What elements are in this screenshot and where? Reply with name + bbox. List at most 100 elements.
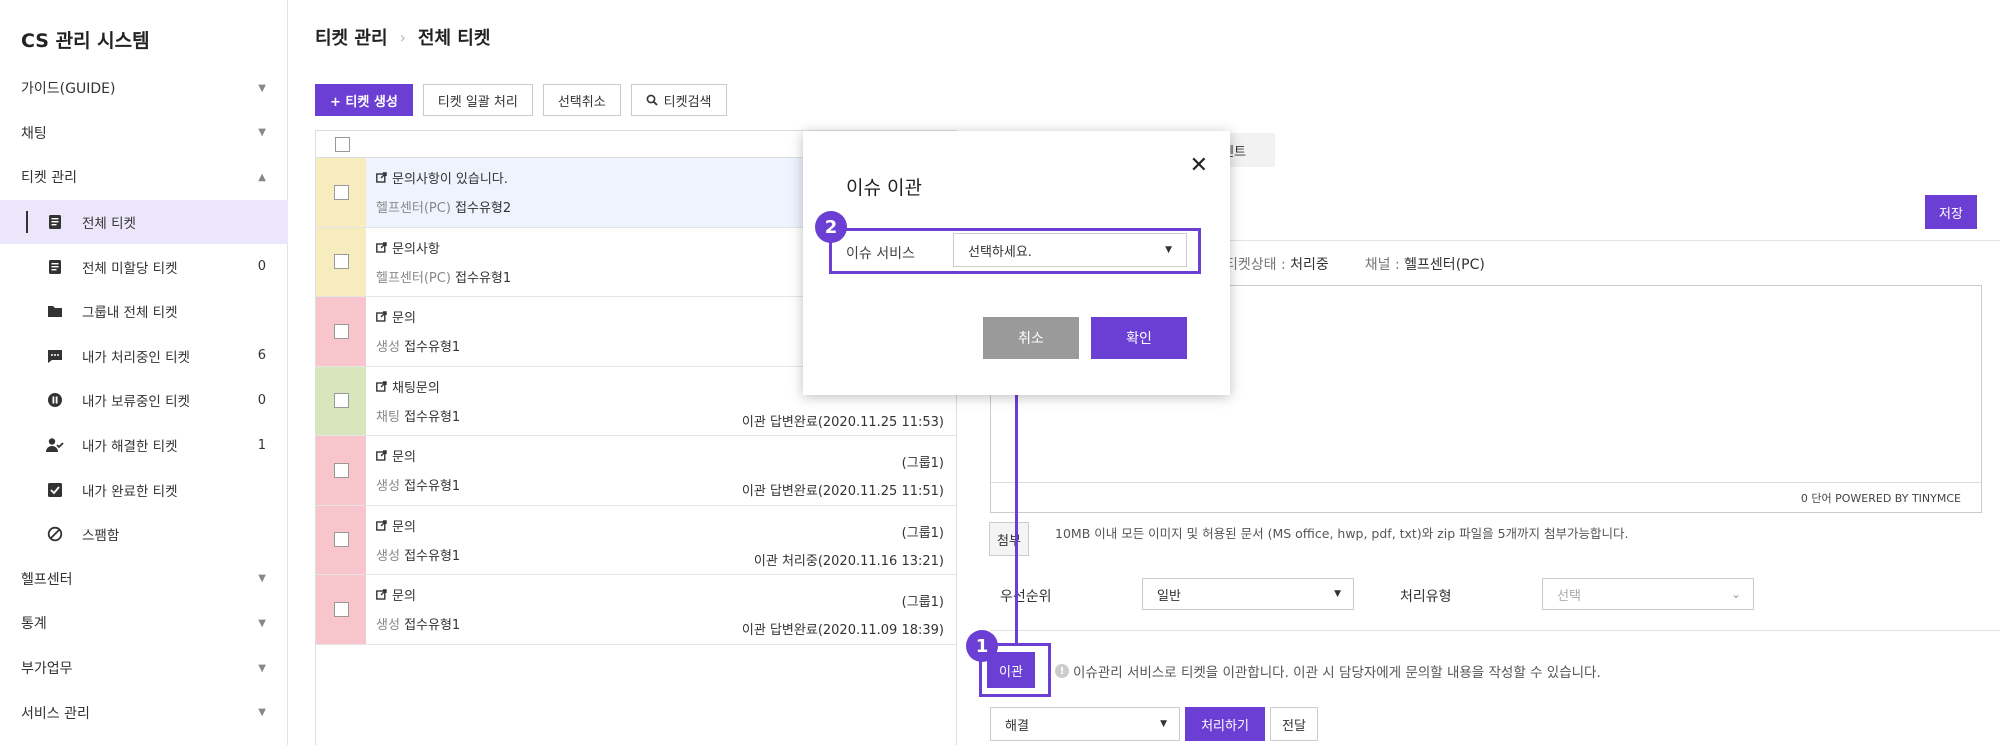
sidebar-item-spam[interactable]: 스팸함 bbox=[0, 512, 288, 557]
row-checkbox[interactable] bbox=[333, 532, 349, 548]
issue-service-value: 선택하세요. bbox=[968, 244, 1032, 260]
ticket-search-button[interactable]: 티켓검색 bbox=[630, 84, 727, 116]
sidebar-item-extra-work[interactable]: 부가업무 ▼ bbox=[0, 646, 288, 691]
row-checkbox[interactable] bbox=[333, 393, 349, 409]
folder-icon bbox=[46, 302, 64, 320]
breadcrumb-parent[interactable]: 티켓 관리 bbox=[315, 28, 388, 49]
sidebar-item-unassigned[interactable]: 전체 미할당 티켓 0 bbox=[0, 244, 288, 289]
row-checkbox[interactable] bbox=[333, 462, 349, 478]
block-icon bbox=[46, 525, 64, 543]
transfer-button[interactable]: 이관 bbox=[987, 652, 1035, 688]
breadcrumb: 티켓 관리 › 전체 티켓 bbox=[315, 24, 490, 50]
ticket-title[interactable]: 문의 bbox=[376, 446, 946, 465]
ticket-group: (그룹1) bbox=[901, 595, 944, 610]
row-checkbox[interactable] bbox=[333, 601, 349, 617]
row-priority-stripe bbox=[316, 575, 366, 644]
sidebar-item-group-tickets[interactable]: 그룹내 전체 티켓 bbox=[0, 289, 288, 334]
forward-button[interactable]: 전달 bbox=[1270, 707, 1318, 741]
priority-label: 우선순위 bbox=[1000, 589, 1052, 605]
row-priority-stripe bbox=[316, 297, 366, 366]
channel-label: 채널 : bbox=[1364, 257, 1400, 273]
resolve-select[interactable]: 해결 ▼ bbox=[990, 707, 1180, 741]
ticket-title-text: 문의 bbox=[392, 589, 416, 604]
ticket-source: 헬프센터(PC) bbox=[376, 270, 451, 286]
sidebar-item-label: 내가 처리중인 티켓 bbox=[82, 349, 190, 366]
status-value: 처리중 bbox=[1290, 257, 1329, 273]
save-button[interactable]: 저장 bbox=[1925, 195, 1977, 229]
ticket-title[interactable]: 채팅문의 bbox=[376, 377, 946, 396]
row-checkbox[interactable] bbox=[333, 323, 349, 339]
sidebar-item-chat[interactable]: 채팅 ▼ bbox=[0, 111, 288, 156]
reply-editor[interactable]: 0 단어 POWERED BY TINYMCE bbox=[990, 285, 1982, 513]
ticket-title[interactable]: 문의 bbox=[376, 307, 946, 326]
ticket-type: 접수유형1 bbox=[404, 479, 461, 494]
ticket-source: 생성 bbox=[376, 618, 400, 633]
select-all-checkbox[interactable] bbox=[335, 136, 350, 152]
ticket-title[interactable]: 문의사항이 있습니다. bbox=[376, 168, 946, 187]
sidebar-item-label: 채팅 bbox=[21, 125, 47, 142]
step-badge-1: 1 bbox=[966, 630, 998, 662]
chevron-down-icon: ⌄ bbox=[1730, 587, 1741, 601]
ticket-meta: 헬프센터(PC) 접수유형2 bbox=[376, 197, 946, 216]
sidebar-item-my-pending[interactable]: 내가 보류중인 티켓 0 bbox=[0, 378, 288, 423]
sidebar-item-count: 0 bbox=[257, 392, 266, 408]
ticket-title-text: 문의 bbox=[392, 311, 416, 326]
row-priority-stripe bbox=[316, 158, 366, 227]
ticket-status-row: 티켓상태 : 처리중 채널 : 헬프센터(PC) bbox=[1225, 254, 1485, 274]
sidebar-item-my-processing[interactable]: 내가 처리중인 티켓 6 bbox=[0, 334, 288, 379]
external-link-icon bbox=[376, 172, 387, 183]
app-title: CS 관리 시스템 bbox=[21, 30, 150, 52]
deselect-button[interactable]: 선택취소 bbox=[542, 84, 621, 116]
ticket-title[interactable]: 문의 bbox=[376, 585, 946, 604]
attach-note: 10MB 이내 모든 이미지 및 허용된 문서 (MS office, hwp,… bbox=[1055, 526, 1629, 541]
create-ticket-button[interactable]: + 티켓 생성 bbox=[315, 84, 413, 116]
ticket-type: 접수유형1 bbox=[404, 340, 461, 355]
ticket-title[interactable]: 문의사항 bbox=[376, 238, 946, 257]
bulk-process-button[interactable]: 티켓 일괄 처리 bbox=[422, 84, 533, 116]
sidebar-item-stats[interactable]: 통계 ▼ bbox=[0, 601, 288, 646]
cancel-button[interactable]: 취소 bbox=[983, 317, 1079, 359]
ticket-meta: 생성 접수유형1 bbox=[376, 545, 946, 564]
ticket-search-label: 티켓검색 bbox=[663, 94, 712, 110]
annotation-arrow-line bbox=[1015, 297, 1018, 644]
ticket-type: 접수유형1 bbox=[404, 548, 461, 564]
sidebar-item-count: 1 bbox=[257, 437, 266, 453]
process-button[interactable]: 처리하기 bbox=[1185, 707, 1265, 741]
sidebar-item-service-management[interactable]: 서비스 관리 ▼ bbox=[0, 690, 288, 735]
sidebar-item-ticket-management[interactable]: 티켓 관리 ▲ bbox=[0, 155, 288, 200]
row-checkbox[interactable] bbox=[333, 184, 349, 200]
list-header bbox=[316, 131, 956, 158]
ticket-title[interactable]: 문의 bbox=[376, 516, 946, 535]
row-priority-stripe bbox=[316, 366, 366, 435]
row-checkbox[interactable] bbox=[333, 254, 349, 270]
close-icon[interactable]: ✕ bbox=[1189, 153, 1208, 178]
sidebar-item-count: 6 bbox=[257, 348, 266, 364]
chevron-down-icon: ▼ bbox=[258, 662, 266, 674]
sidebar-item-my-completed[interactable]: 내가 완료한 티켓 bbox=[0, 467, 288, 512]
issue-service-select[interactable]: 선택하세요. ▼ bbox=[953, 233, 1187, 267]
process-type-select[interactable]: 선택 ⌄ bbox=[1542, 578, 1754, 610]
sidebar-item-guide[interactable]: 가이드(GUIDE) ▼ bbox=[0, 66, 288, 111]
sidebar-item-label: 서비스 관리 bbox=[21, 705, 90, 722]
chevron-down-icon: ▼ bbox=[258, 82, 266, 94]
sidebar-item-my-resolved[interactable]: 내가 해결한 티켓 1 bbox=[0, 423, 288, 468]
ticket-source: 생성 bbox=[376, 340, 400, 355]
sidebar-item-all-tickets[interactable]: 전체 티켓 bbox=[0, 199, 288, 245]
confirm-button[interactable]: 확인 bbox=[1091, 317, 1187, 359]
ticket-doc-icon bbox=[46, 213, 64, 231]
ticket-title-text: 문의 bbox=[392, 519, 416, 535]
priority-select[interactable]: 일반 ▼ bbox=[1142, 578, 1354, 610]
transfer-note: ! 이슈관리 서비스로 티켓을 이관합니다. 이관 시 담당자에게 문의할 내용… bbox=[1055, 661, 1601, 681]
sidebar-item-label: 부가업무 bbox=[21, 661, 73, 678]
sidebar-item-helpcenter[interactable]: 헬프센터 ▼ bbox=[0, 557, 288, 602]
attach-button[interactable]: 첨부 bbox=[989, 522, 1029, 556]
chat-dots-icon bbox=[46, 347, 64, 365]
